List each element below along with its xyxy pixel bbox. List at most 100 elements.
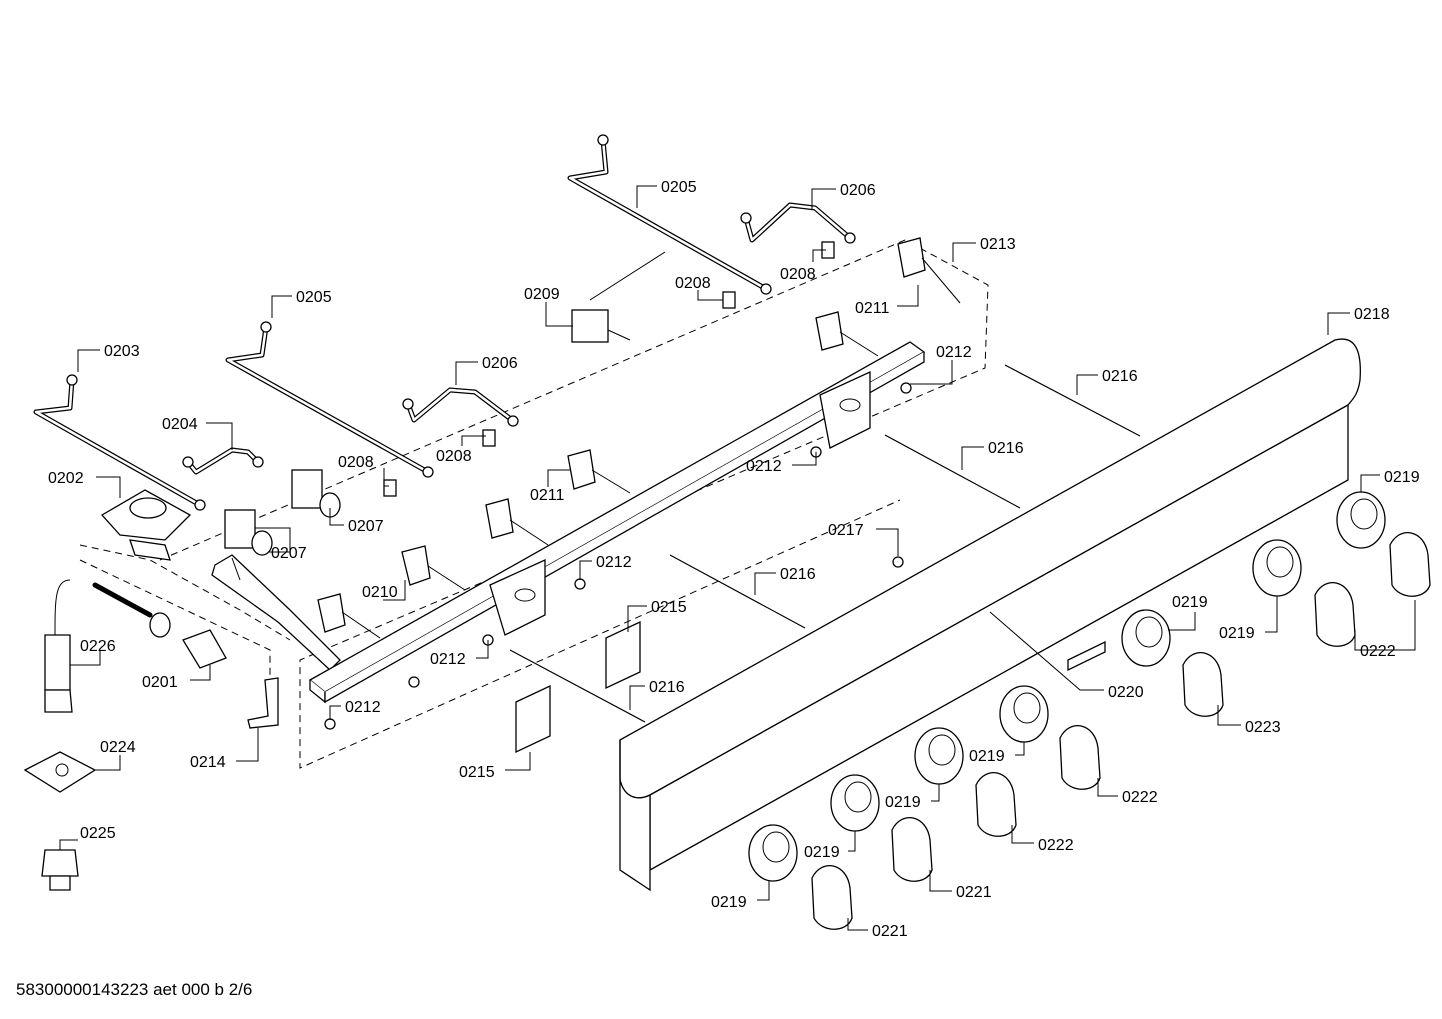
svg-text:0212: 0212 — [746, 458, 782, 475]
svg-text:0212: 0212 — [345, 699, 381, 716]
svg-text:0212: 0212 — [596, 554, 632, 571]
bezel-0219-1 — [1336, 491, 1386, 549]
callout-0212-d: 0212 — [430, 640, 489, 668]
svg-text:0208: 0208 — [436, 448, 472, 465]
callout-0208-b: 0208 — [675, 275, 723, 301]
svg-text:0211: 0211 — [530, 487, 565, 504]
callout-0209: 0209 — [524, 286, 573, 327]
callout-0206-b: 0206 — [455, 355, 518, 385]
callout-0212-e: 0212 — [329, 699, 381, 720]
callout-0208-c: 0208 — [436, 435, 486, 465]
solenoid-valve-0207-b — [224, 509, 273, 556]
burner-rail-0213 — [308, 341, 926, 704]
screw-0212-f — [324, 718, 336, 730]
gas-pipe-0206-mid — [402, 387, 519, 427]
callout-0221-b: 0221 — [847, 918, 908, 940]
svg-text:0210: 0210 — [362, 584, 398, 601]
callout-0203: 0203 — [77, 343, 140, 372]
burner-valve-0211-c — [815, 311, 879, 357]
svg-text:0215: 0215 — [651, 599, 687, 616]
burner-valve-0210-a — [317, 593, 381, 639]
svg-text:0206: 0206 — [482, 355, 518, 372]
callout-0219-d: 0219 — [969, 742, 1025, 765]
gas-pipe-0204 — [182, 447, 264, 475]
callout-0217: 0217 — [828, 522, 899, 556]
svg-text:0207: 0207 — [271, 545, 307, 562]
document-code: 58300000143223 aet 000 b 2/6 — [16, 980, 253, 999]
svg-text:0221: 0221 — [956, 884, 992, 901]
callout-0212-a: 0212 — [910, 344, 972, 385]
callout-0212-b: 0212 — [746, 452, 817, 475]
burner-valve-0210-b — [401, 545, 466, 591]
bracket-0214 — [247, 677, 279, 729]
svg-text:0224: 0224 — [100, 739, 136, 756]
svg-text:0204: 0204 — [162, 416, 198, 433]
svg-text:0219: 0219 — [711, 894, 747, 911]
svg-text:0222: 0222 — [1360, 643, 1396, 660]
callout-0220: 0220 — [989, 611, 1144, 701]
callout-0226: 0226 — [70, 638, 116, 666]
bezel-0219-6 — [830, 774, 880, 832]
igniter-rod-0216-b — [884, 434, 1021, 509]
gas-pipe-0205-mid — [225, 321, 434, 478]
svg-text:0216: 0216 — [1102, 368, 1138, 385]
knob-0222-3 — [1059, 725, 1101, 790]
svg-text:0212: 0212 — [430, 651, 466, 668]
igniter-rod-0216-a — [1004, 364, 1141, 437]
callout-0222-c: 0222 — [1011, 825, 1074, 854]
callout-0207-a: 0207 — [329, 508, 384, 535]
clip-0208-d — [383, 479, 397, 497]
solenoid-valve-0207-a — [291, 469, 341, 518]
manifold-tube — [211, 554, 341, 671]
screw-0212-a — [900, 382, 912, 394]
bezel-0219-4 — [999, 685, 1049, 743]
callout-0208-a: 0208 — [780, 249, 826, 283]
svg-text:0202: 0202 — [48, 470, 84, 487]
callout-0216-c: 0216 — [754, 566, 816, 595]
callout-0211-b: 0211 — [530, 469, 570, 504]
callout-0219-f: 0219 — [804, 831, 856, 861]
gas-pipe-0206-top — [740, 202, 856, 244]
svg-text:0214: 0214 — [190, 754, 226, 771]
svg-text:0212: 0212 — [936, 344, 972, 361]
gas-pipe-0205-top — [567, 134, 772, 295]
svg-text:0201: 0201 — [142, 674, 178, 691]
callout-0219-a: 0219 — [1360, 469, 1420, 492]
spark-module-0215-a — [605, 620, 641, 690]
gas-pipe-0203 — [33, 374, 206, 511]
callout-0219-c: 0219 — [1219, 596, 1278, 642]
svg-text:0216: 0216 — [649, 679, 685, 696]
svg-text:0222: 0222 — [1122, 789, 1158, 806]
callout-0215-b: 0215 — [459, 752, 531, 781]
bezel-0219-5 — [914, 727, 964, 785]
svg-text:0205: 0205 — [296, 289, 332, 306]
fitting-0201 — [182, 629, 227, 669]
svg-text:0223: 0223 — [1245, 719, 1281, 736]
callout-0224: 0224 — [95, 739, 136, 771]
callout-0218: 0218 — [1327, 306, 1390, 335]
callout-0204: 0204 — [162, 416, 233, 450]
svg-text:0219: 0219 — [1172, 594, 1208, 611]
svg-text:0208: 0208 — [338, 454, 374, 471]
callout-0219-e: 0219 — [885, 784, 940, 811]
knob-0221-2 — [811, 865, 853, 930]
callout-0216-a: 0216 — [1076, 368, 1138, 395]
pressure-regulator-0202 — [100, 489, 192, 561]
spark-module-0215-b — [515, 684, 551, 754]
svg-text:0219: 0219 — [1219, 625, 1255, 642]
svg-text:0219: 0219 — [804, 844, 840, 861]
callout-0222-b: 0222 — [1097, 778, 1158, 806]
burner-valve-0211-a — [485, 498, 549, 546]
callout-0205-b: 0205 — [271, 289, 332, 318]
svg-text:0209: 0209 — [524, 286, 560, 303]
screw-0212-e — [408, 676, 420, 688]
burner-valve-0211-d — [897, 237, 961, 304]
callout-0216-d: 0216 — [629, 679, 685, 710]
assembly-boundary-0213 — [79, 239, 989, 769]
svg-text:0216: 0216 — [988, 440, 1024, 457]
svg-text:0208: 0208 — [780, 266, 816, 283]
callout-0201: 0201 — [142, 665, 211, 691]
callout-0219-b: 0219 — [1168, 594, 1208, 631]
knob-0222-4 — [975, 772, 1017, 837]
